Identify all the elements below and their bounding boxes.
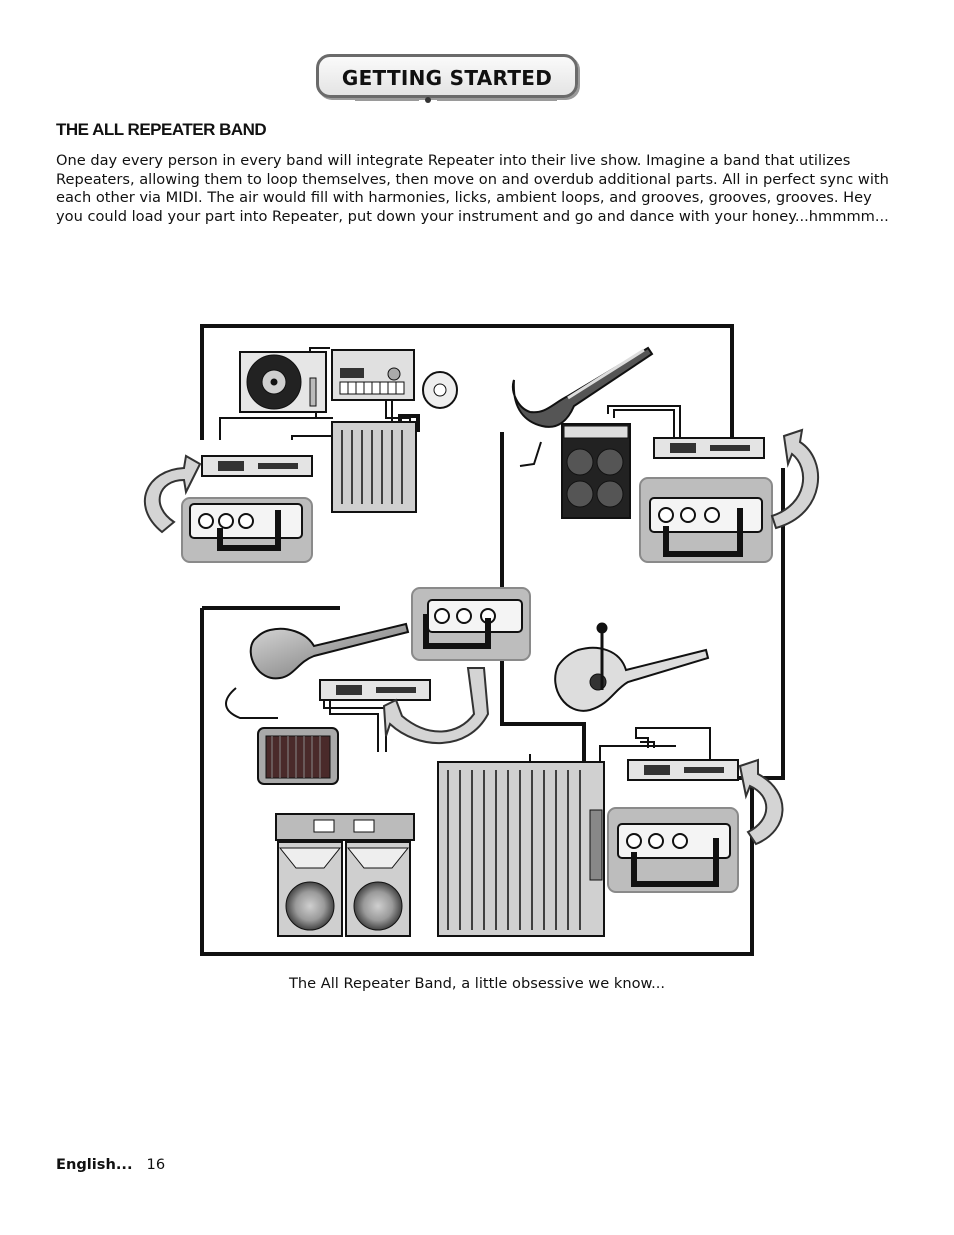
page-number: 16	[146, 1156, 166, 1173]
bass-guitar	[512, 346, 654, 428]
band-setup-illustration	[143, 324, 820, 956]
section-header-badge: GETTING STARTED	[316, 54, 578, 103]
remote-knobs	[198, 507, 720, 849]
body-paragraph: One day every person in every band will …	[56, 152, 889, 225]
curved-arrows	[143, 428, 820, 846]
guitar-combo-amp	[257, 727, 339, 785]
thin-cables	[219, 347, 711, 781]
microphone-stand	[596, 622, 608, 690]
bass-amp	[561, 423, 631, 519]
rack-unit-details	[218, 443, 750, 775]
dj-mixer	[331, 421, 417, 513]
turntable	[239, 351, 327, 413]
header-rule-right	[437, 99, 557, 101]
pa-speakers	[277, 841, 411, 937]
cd-player	[422, 371, 458, 409]
header-dot	[425, 97, 431, 103]
section-title: THE ALL REPEATER BAND	[56, 120, 267, 139]
synth-keyboard	[331, 349, 415, 401]
header-rule-left	[355, 99, 419, 101]
remote-cables	[217, 508, 743, 887]
page-footer: English... 16	[56, 1156, 165, 1173]
main-mixer	[437, 761, 605, 937]
signal-cables	[200, 324, 785, 956]
acoustic-guitar	[554, 646, 710, 712]
electric-guitar	[249, 622, 410, 680]
footer-language: English...	[56, 1156, 133, 1173]
figure-caption: The All Repeater Band, a little obsessiv…	[288, 975, 666, 992]
header-title: GETTING STARTED	[341, 66, 553, 90]
pa-amplifier	[275, 813, 415, 841]
